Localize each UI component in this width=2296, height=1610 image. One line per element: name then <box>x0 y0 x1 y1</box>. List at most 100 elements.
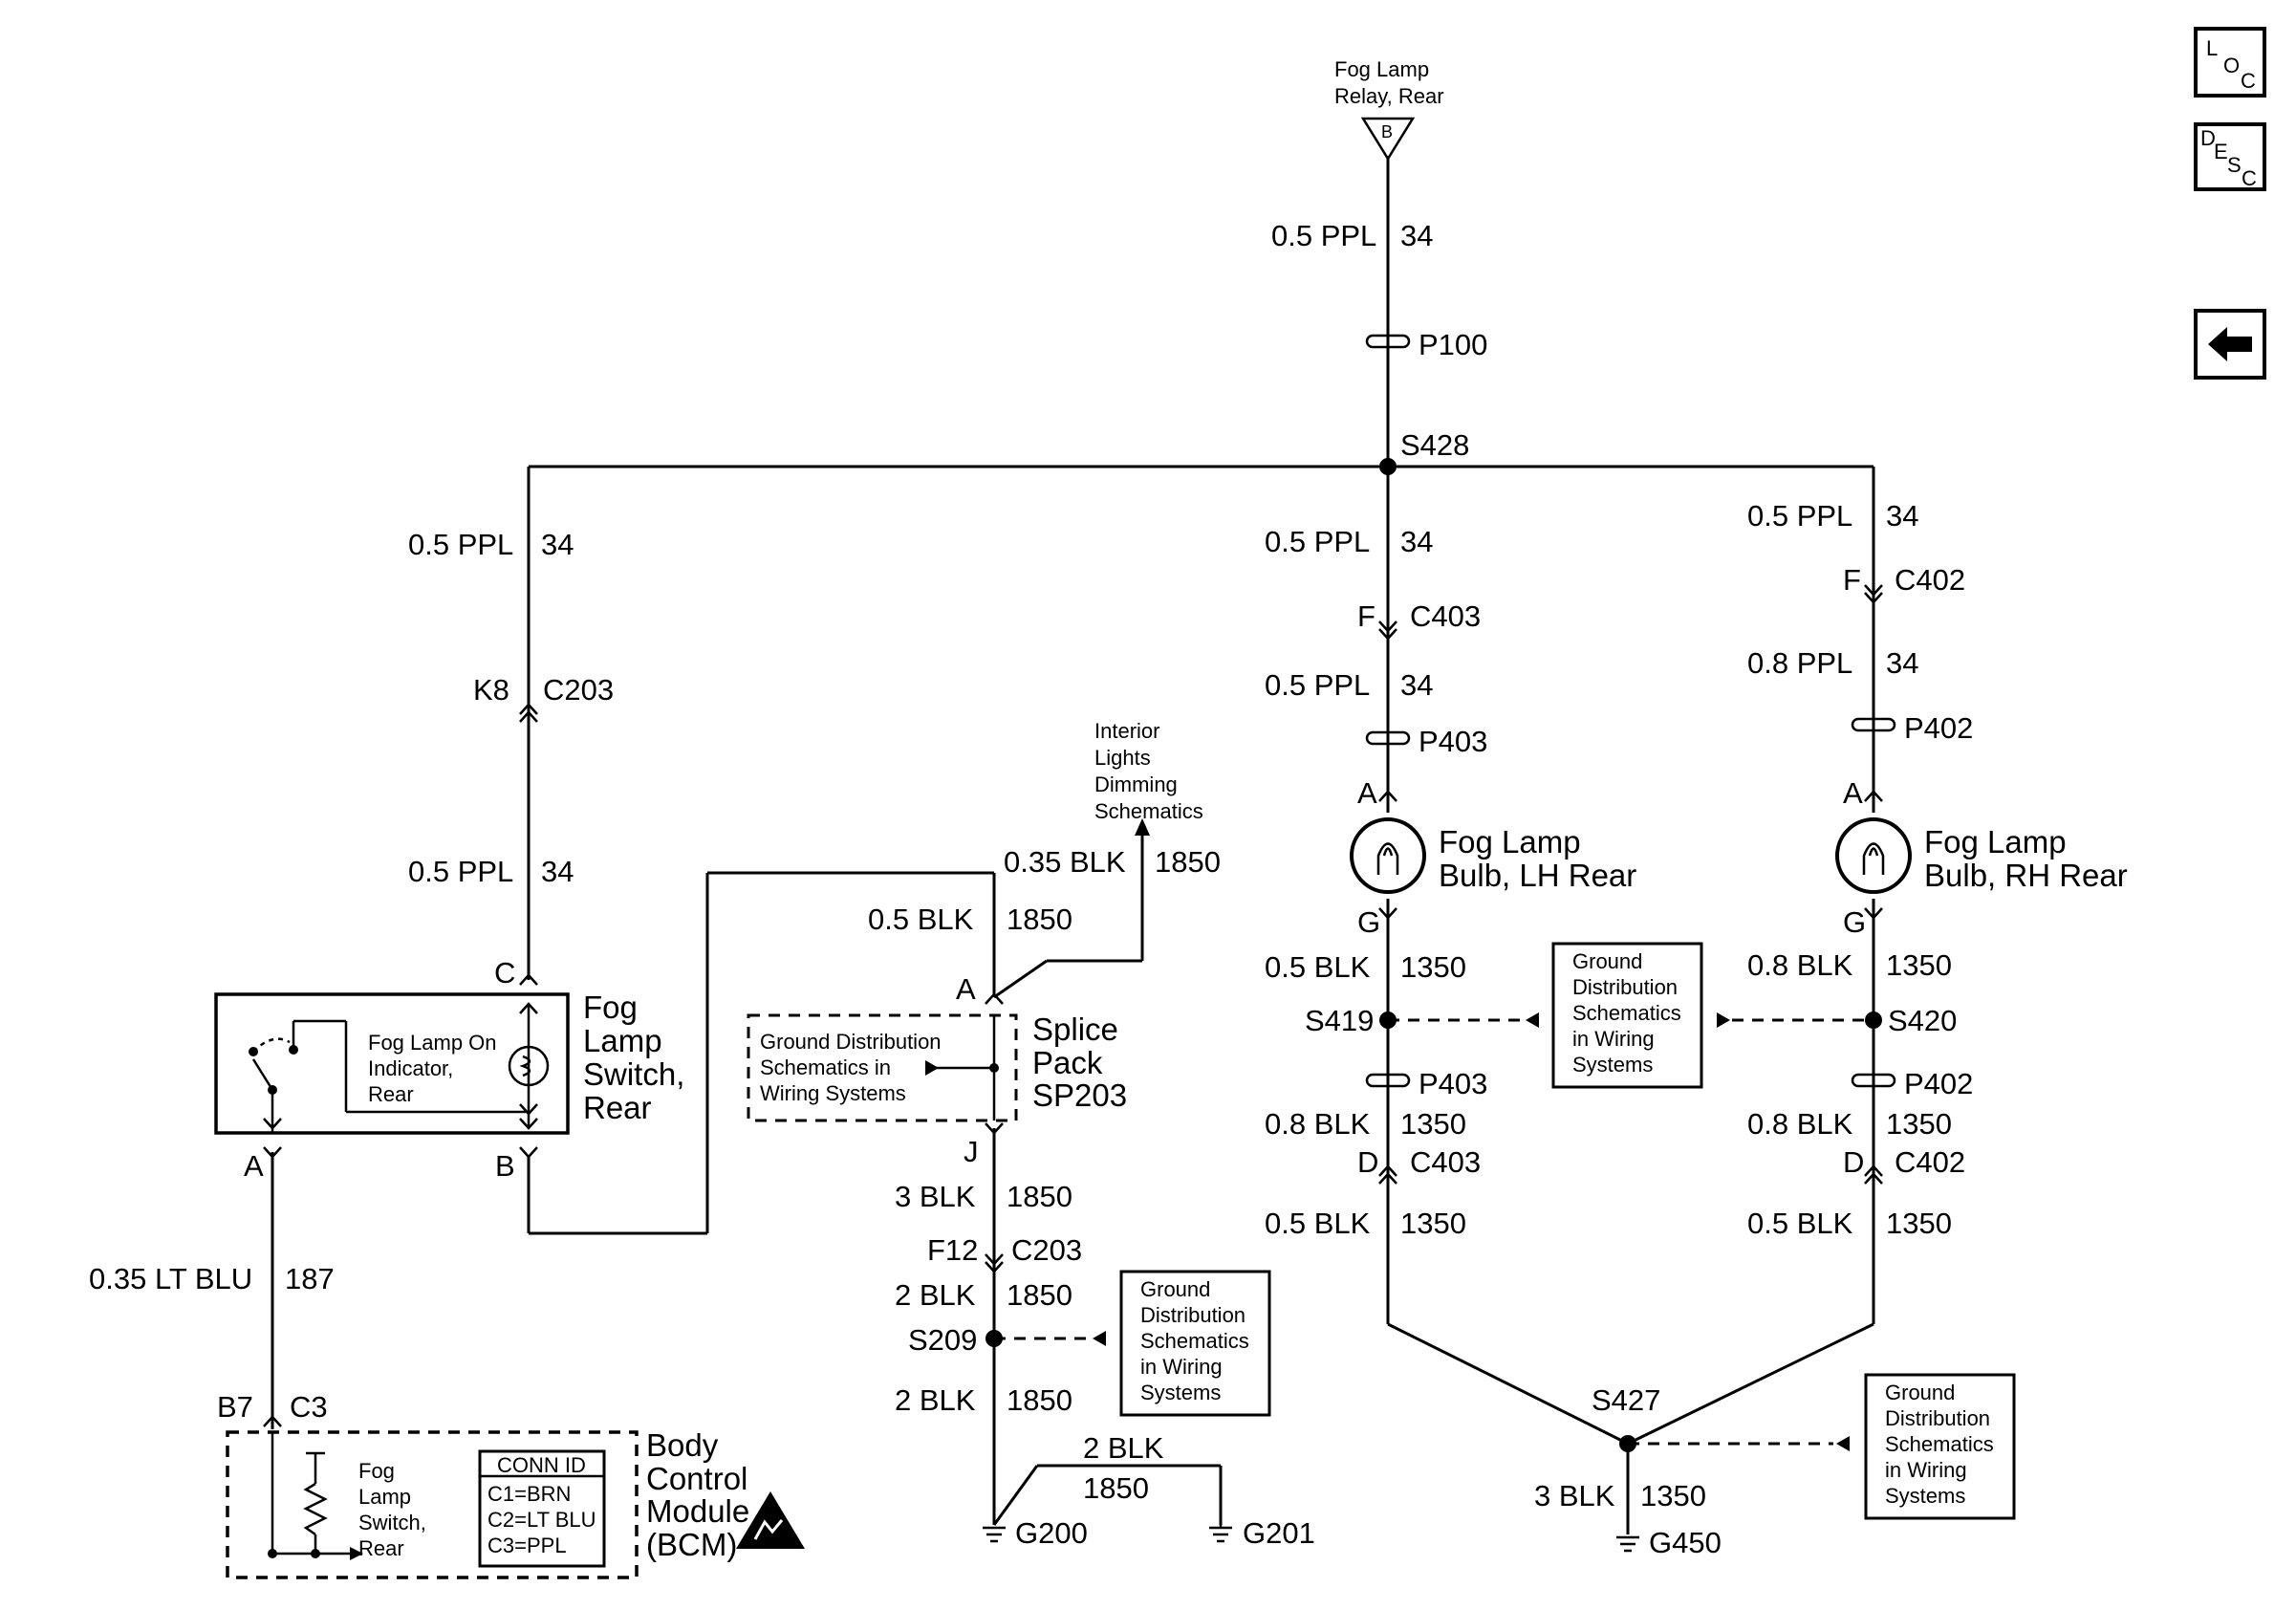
interior-label-3: Dimming <box>1094 772 1178 796</box>
loc-o: O <box>2223 54 2240 77</box>
wire-g450-circuit: 1350 <box>1640 1479 1706 1512</box>
wire-ltblu-circuit: 187 <box>285 1262 335 1295</box>
wire-blk2b-color: 2 BLK <box>895 1383 976 1417</box>
bcm-title-2: Control <box>646 1461 747 1496</box>
wire-blk035-circuit: 1850 <box>1155 845 1221 879</box>
interior-arrow-icon <box>1135 818 1150 836</box>
rh-bulb-label-2: Bulb, RH Rear <box>1924 858 2128 893</box>
interior-label-2: Lights <box>1094 746 1151 770</box>
gnd3-line-4: in Wiring <box>1885 1458 1967 1482</box>
indicator-lamp-icon <box>508 1045 550 1087</box>
splice-pack-pin-a: A <box>956 972 976 1006</box>
wire-mid2-circuit: 34 <box>1400 668 1433 702</box>
wire-blk2a-color: 2 BLK <box>895 1278 976 1312</box>
loc-button[interactable]: L O C <box>2194 27 2266 98</box>
conn-bcm-pin: B7 <box>217 1390 253 1424</box>
ground-icon <box>1616 1535 1639 1553</box>
bulb-filament-icon <box>1376 842 1399 875</box>
gnd1-line-5: Systems <box>1572 1053 1653 1077</box>
wire-mid-circuit: 34 <box>1400 525 1433 558</box>
switch-pin-b: B <box>495 1149 515 1183</box>
gnd1-line-4: in Wiring <box>1572 1027 1655 1051</box>
ground-dist-ref-2[interactable]: Ground Distribution Schematics in Wiring… <box>1119 1270 1271 1417</box>
conn-bcm: C3 <box>290 1390 328 1424</box>
wire-lh-blk1-circuit: 1350 <box>1400 950 1466 984</box>
wire-right2-circuit: 34 <box>1886 646 1918 680</box>
bcm-switch-2: Lamp <box>358 1485 411 1509</box>
indicator-label-2: Indicator, <box>368 1056 453 1080</box>
fog-lamp-switch: Fog Lamp Switch, Rear Fog Lamp On Indica… <box>214 956 684 1183</box>
gnd3-line-2: Distribution <box>1885 1406 1990 1430</box>
switch-title-1: Fog <box>583 990 638 1025</box>
wire-lh-blk2-circuit: 1350 <box>1400 1107 1466 1141</box>
rh-bulb-pin-g: G <box>1843 905 1866 939</box>
interior-lights-ref[interactable]: Interior Lights Dimming Schematics <box>1094 719 1203 823</box>
splice-s419: S419 <box>1305 1004 1374 1037</box>
bcm-switch-3: Switch, <box>358 1511 426 1534</box>
wires <box>271 159 1875 1534</box>
back-button[interactable] <box>2194 309 2266 380</box>
body-control-module: Body Control Module (BCM) Fog Lamp Switc… <box>226 1427 805 1579</box>
wire-blk3-color: 3 BLK <box>895 1180 976 1213</box>
gnd3-line-3: Schematics <box>1885 1432 1994 1456</box>
splice-pack-pin-j: J <box>964 1135 979 1168</box>
conn-c203b: C203 <box>1011 1233 1082 1267</box>
gnd2-line-4: in Wiring <box>1140 1355 1223 1379</box>
gnd3-line-5: Systems <box>1885 1484 1965 1508</box>
splice-s420: S420 <box>1888 1004 1957 1037</box>
lh-bulb-pin-a: A <box>1357 776 1377 810</box>
switch-pin-c: C <box>494 956 515 990</box>
splice-pack-gnd-2: Schematics in <box>760 1055 891 1079</box>
lh-bulb-label-2: Bulb, LH Rear <box>1439 858 1636 893</box>
ground-g450: G450 <box>1649 1526 1722 1559</box>
desc-c: C <box>2242 166 2257 190</box>
wire-rh-blk2-color: 0.8 BLK <box>1747 1107 1853 1141</box>
switch-internal <box>251 1002 538 1133</box>
conn-p100: P100 <box>1419 328 1487 361</box>
wire-rh-blk3-circuit: 1350 <box>1886 1207 1952 1240</box>
relay-terminal: B <box>1381 122 1393 141</box>
splice-pack-title-1: Splice <box>1032 1012 1118 1047</box>
conn-c203-pin: K8 <box>473 673 509 707</box>
relay-label-1: Fog Lamp <box>1334 57 1429 81</box>
wire-rh-blk1-circuit: 1350 <box>1886 948 1952 982</box>
ground-dist-ref-3[interactable]: Ground Distribution Schematics in Wiring… <box>1864 1373 2016 1520</box>
conn-c402: C402 <box>1895 563 1965 597</box>
gnd2-line-3: Schematics <box>1140 1329 1249 1353</box>
esd-warning-icon <box>736 1491 805 1549</box>
gnd2-line-5: Systems <box>1140 1381 1221 1404</box>
wire-g450-color: 3 BLK <box>1534 1479 1615 1512</box>
desc-s: S <box>2227 153 2242 177</box>
wire-right2-color: 0.8 PPL <box>1747 646 1852 680</box>
rh-bulb-pin-a: A <box>1843 776 1863 810</box>
desc-d: D <box>2200 126 2216 150</box>
wire-left-color: 0.5 PPL <box>408 528 513 561</box>
ground-g201: G201 <box>1243 1516 1315 1550</box>
wire-top-color: 0.5 PPL <box>1271 219 1376 252</box>
conn-p403-b: P403 <box>1419 1067 1487 1100</box>
wire-right-color: 0.5 PPL <box>1747 499 1852 533</box>
wire-blk035-color: 0.35 BLK <box>1004 845 1126 879</box>
conn-c403: C403 <box>1410 599 1481 633</box>
wire-blk2c-circuit: 1850 <box>1083 1471 1149 1505</box>
gnd2-line-2: Distribution <box>1140 1303 1245 1327</box>
desc-button[interactable]: D E S C <box>2194 122 2266 191</box>
conn-p402-b: P402 <box>1904 1067 1973 1100</box>
lh-bulb-pin-g: G <box>1357 905 1380 939</box>
ground-dist-ref-1[interactable]: Ground Distribution Schematics in Wiring… <box>1551 942 1703 1089</box>
conn-id-c2: C2=LT BLU <box>487 1508 596 1532</box>
bcm-switch-4: Rear <box>358 1536 404 1560</box>
wire-right-circuit: 34 <box>1886 499 1918 533</box>
splice-pack-gnd-3: Wiring Systems <box>760 1081 906 1105</box>
conn-id-c1: C1=BRN <box>487 1482 571 1506</box>
conn-c402b-pin: D <box>1843 1145 1864 1179</box>
ground-icon <box>983 1526 1006 1543</box>
wire-blk05-circuit: 1850 <box>1007 903 1072 936</box>
wire-blk2b-circuit: 1850 <box>1007 1383 1072 1417</box>
loc-c: C <box>2241 69 2256 93</box>
conn-p403: P403 <box>1419 725 1487 758</box>
wire-left2-color: 0.5 PPL <box>408 855 513 888</box>
gnd1-line-3: Schematics <box>1572 1001 1681 1025</box>
wire-rh-blk1-color: 0.8 BLK <box>1747 948 1853 982</box>
